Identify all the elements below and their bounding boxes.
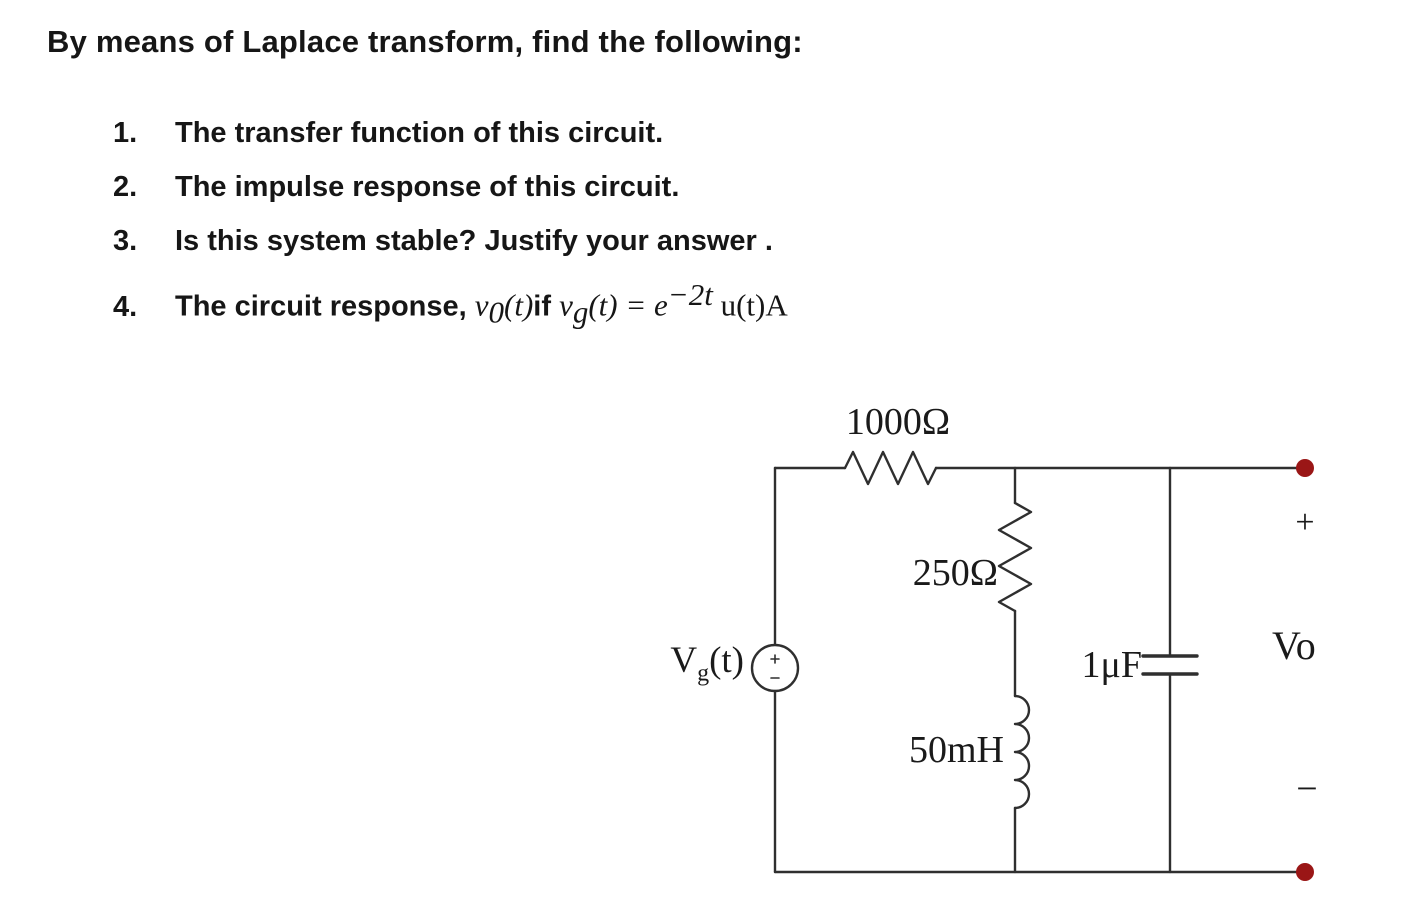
math-paren1: (t) (504, 287, 534, 323)
source-vg-label: Vg(t) (638, 640, 744, 685)
math-equation: (t) = e (588, 287, 668, 323)
list-item-text: The circuit response, v0(t)if vg(t) = e−… (175, 278, 788, 329)
source-plus-mark (770, 654, 780, 664)
problem-title: By means of Laplace transform, find the … (47, 24, 803, 59)
math-exponent: −2t (667, 277, 713, 312)
list-item-4: 4. The circuit response, v0(t)if vg(t) =… (113, 278, 788, 329)
resistor-1000-label: 1000Ω (845, 401, 951, 443)
math-vg-subscript: g (572, 294, 589, 330)
list-number: 1. (113, 117, 138, 149)
terminal-dot-top (1296, 459, 1314, 477)
list-item-text: Is this system stable? Justify your answ… (175, 225, 773, 257)
capacitor-1uF-label: 1μF (1081, 644, 1142, 686)
source-label-subscript: g (697, 660, 710, 687)
resistor-250-symbol (997, 501, 1033, 613)
list-item-text: The impulse response of this circuit. (175, 171, 680, 203)
output-minus-sign: − (1296, 768, 1318, 810)
resistor-1000-symbol (843, 450, 938, 486)
list-item-3: 3. Is this system stable? Justify your a… (113, 224, 788, 258)
source-label-paren: (t) (709, 640, 744, 681)
question-list: 1. The transfer function of this circuit… (113, 116, 788, 329)
list-number: 3. (113, 225, 138, 257)
math-tail: u(t)A (712, 287, 788, 323)
inductor-50mH-symbol (1013, 694, 1031, 810)
list-item-1: 1. The transfer function of this circuit… (113, 116, 788, 150)
voltage-source-symbol (750, 643, 800, 693)
terminal-dot-bottom (1296, 863, 1314, 881)
output-vo-label: Vo (1272, 623, 1316, 668)
source-label-v: V (670, 640, 698, 681)
math-v0: v (474, 287, 489, 323)
list-item-text: The transfer function of this circuit. (175, 117, 664, 149)
list-item-2: 2. The impulse response of this circuit. (113, 170, 788, 204)
output-plus-sign: + (1295, 504, 1315, 541)
math-vg: v (559, 287, 573, 323)
math-v0-subscript: 0 (488, 294, 505, 330)
list-number: 2. (113, 171, 138, 203)
inductor-50mH-label: 50mH (909, 729, 1004, 771)
resistor-250-label: 250Ω (912, 552, 998, 594)
item4-prefix: The circuit response, (175, 290, 475, 323)
list-number: 4. (113, 290, 138, 323)
item4-if: if (533, 290, 560, 323)
wire-group (750, 450, 1307, 874)
